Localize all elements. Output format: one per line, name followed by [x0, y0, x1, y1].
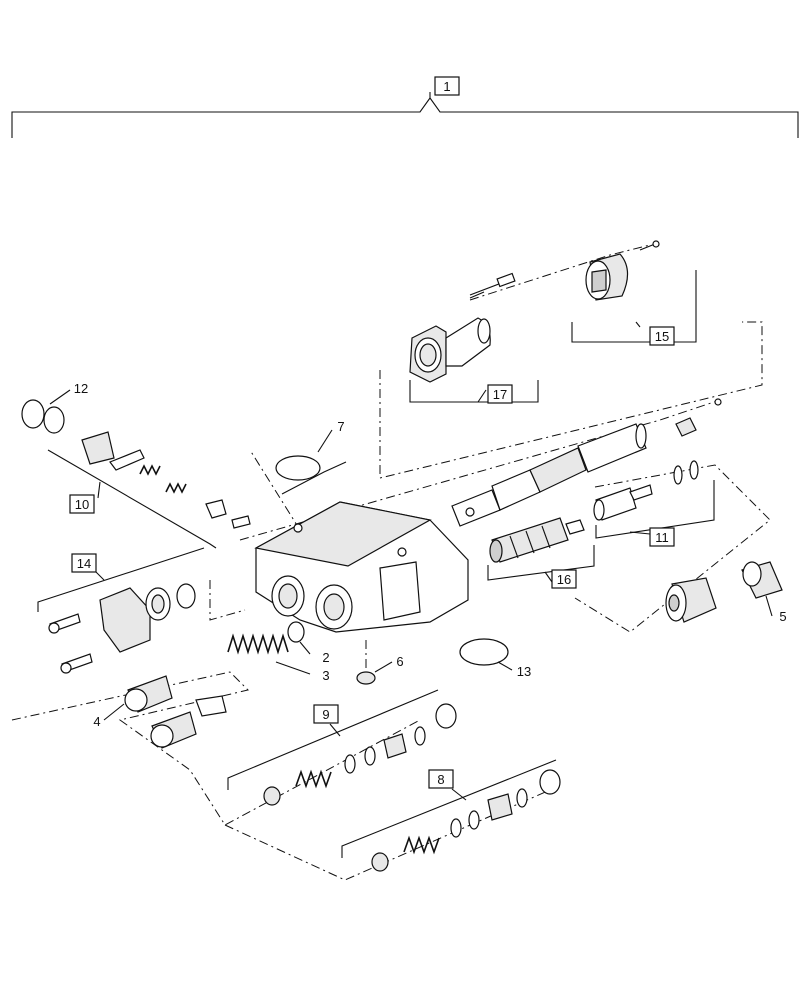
part-13-oring — [459, 638, 509, 666]
assembly-bracket — [11, 92, 799, 138]
callout-7[interactable]: 7 — [337, 419, 344, 434]
group-9-bracket — [227, 689, 439, 790]
svg-text:6: 6 — [396, 654, 403, 669]
callout-17[interactable]: 17 — [487, 384, 513, 404]
main-spool — [451, 398, 722, 527]
group-16-cartridge — [489, 517, 585, 563]
svg-text:16: 16 — [557, 572, 571, 587]
leader-2 — [299, 641, 311, 655]
callout-11[interactable]: 11 — [649, 527, 675, 547]
leader-4 — [103, 703, 125, 721]
svg-text:7: 7 — [337, 419, 344, 434]
valve-body — [254, 501, 469, 633]
svg-text:15: 15 — [655, 329, 669, 344]
part-3-spring — [227, 633, 289, 655]
callout-12[interactable]: 12 — [74, 381, 88, 396]
callout-9[interactable]: 9 — [313, 704, 339, 724]
leader-6 — [374, 661, 393, 673]
leader-7 — [317, 429, 333, 453]
svg-text:8: 8 — [437, 772, 444, 787]
group-11-parts — [593, 460, 699, 521]
leader-5 — [765, 595, 773, 617]
svg-text:10: 10 — [75, 497, 89, 512]
svg-text:12: 12 — [74, 381, 88, 396]
svg-text:9: 9 — [322, 707, 329, 722]
svg-text:5: 5 — [779, 609, 786, 624]
group-14-parts — [48, 583, 196, 674]
svg-text:4: 4 — [93, 714, 100, 729]
group-8-parts — [371, 769, 561, 872]
part-5-cap — [665, 561, 783, 623]
group-10-bracket — [47, 449, 217, 549]
leader-12 — [49, 389, 71, 405]
callout-8[interactable]: 8 — [428, 769, 454, 789]
callout-1[interactable]: 1 — [434, 76, 460, 96]
callout-15[interactable]: 15 — [649, 326, 675, 346]
callout-14[interactable]: 14 — [71, 553, 97, 573]
svg-text:11: 11 — [655, 530, 669, 545]
part-12-rings — [21, 399, 65, 434]
part-2-ring — [287, 621, 305, 643]
group-17-bracket — [409, 380, 539, 403]
svg-text:3: 3 — [322, 668, 329, 683]
group-15-bracket — [571, 270, 697, 343]
group-9-parts — [263, 703, 457, 806]
svg-text:13: 13 — [517, 664, 531, 679]
part-4-plugs — [124, 675, 227, 749]
group-8-bracket — [341, 759, 557, 858]
part-7-oring — [275, 455, 347, 495]
group-17-housing — [409, 272, 516, 383]
group-15-knob — [585, 240, 660, 301]
svg-text:17: 17 — [493, 387, 507, 402]
callout-2[interactable]: 2 — [322, 650, 329, 665]
callout-6[interactable]: 6 — [396, 654, 403, 669]
callout-16[interactable]: 16 — [551, 569, 577, 589]
group-14-bracket — [37, 547, 205, 612]
svg-text:1: 1 — [443, 79, 450, 94]
svg-text:14: 14 — [77, 556, 91, 571]
svg-text:2: 2 — [322, 650, 329, 665]
callout-4[interactable]: 4 — [93, 714, 100, 729]
group-16-bracket — [487, 545, 595, 583]
group-10-detent — [81, 431, 251, 529]
leader-3 — [275, 661, 311, 675]
callout-5[interactable]: 5 — [779, 609, 786, 624]
callout-10[interactable]: 10 — [69, 494, 95, 514]
callout-3[interactable]: 3 — [322, 668, 329, 683]
callout-13[interactable]: 13 — [517, 664, 531, 679]
leader-13 — [497, 661, 513, 671]
part-6-plug — [356, 671, 376, 685]
